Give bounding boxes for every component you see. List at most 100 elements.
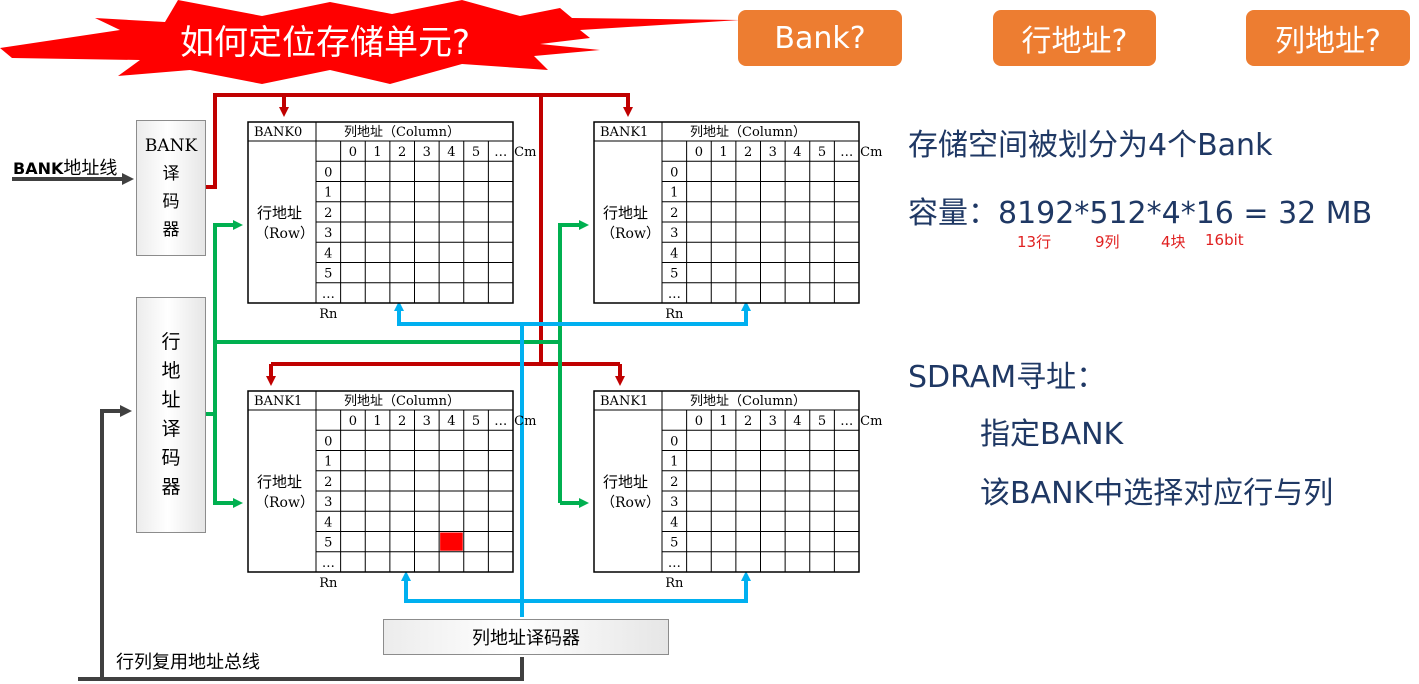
column-header: 4: [793, 414, 801, 429]
row-header: Rn: [665, 576, 684, 591]
column-header: 0: [695, 414, 703, 429]
column-header: 4: [447, 414, 455, 429]
tag-bank: Bank?: [738, 10, 902, 66]
selected-cell: [440, 532, 463, 551]
column-header: 0: [695, 145, 703, 160]
row-subtitle: （Row）: [255, 495, 314, 511]
bank-address-line-label: BANK地址线: [13, 158, 118, 179]
row-header: 0: [670, 434, 678, 449]
row-header: 2: [670, 206, 678, 221]
column-header: 3: [769, 414, 777, 429]
row-title: 行地址: [257, 204, 302, 222]
row-header: 3: [670, 495, 678, 510]
column-header: 0: [349, 145, 357, 160]
row-header: Rn: [665, 307, 684, 322]
row-header: 5: [324, 536, 332, 551]
row-header: 2: [324, 206, 332, 221]
row-header: 5: [670, 536, 678, 551]
row-select-wires: [204, 220, 589, 508]
row-header: 3: [324, 226, 332, 241]
column-title: 列地址（Column）: [344, 394, 460, 409]
row-header: 2: [324, 475, 332, 490]
column-header: 2: [398, 414, 406, 429]
row-header: …: [668, 556, 681, 571]
column-header: …: [494, 145, 507, 160]
tag-row-address: 行地址?: [993, 10, 1156, 66]
column-title: 列地址（Column）: [690, 394, 806, 409]
row-header: 0: [670, 165, 678, 180]
banner-title: 如何定位存储单元?: [180, 23, 470, 63]
sdram-addressing-title: SDRAM寻址：: [908, 360, 1107, 395]
tag-column-address: 列地址?: [1246, 10, 1410, 66]
note-banks: 4块: [1161, 233, 1186, 251]
column-title: 列地址（Column）: [690, 125, 806, 140]
row-header: 3: [670, 226, 678, 241]
column-header: 5: [472, 414, 480, 429]
row-header: 4: [670, 246, 678, 261]
column-header: 2: [744, 414, 752, 429]
column-header: Cm: [514, 145, 536, 160]
column-header: …: [840, 414, 853, 429]
banner-burst: [0, 0, 740, 84]
row-header: 0: [324, 434, 332, 449]
bank-name: BANK1: [600, 125, 648, 140]
column-title: 列地址（Column）: [344, 125, 460, 140]
column-header: Cm: [860, 414, 882, 429]
column-header: …: [494, 414, 507, 429]
row-header: 5: [324, 267, 332, 282]
column-header: …: [840, 145, 853, 160]
column-header: Cm: [514, 414, 536, 429]
note-columns: 9列: [1095, 233, 1120, 251]
column-header: 4: [447, 145, 455, 160]
row-header: 2: [670, 475, 678, 490]
banks-layer: BANK0 列地址（Column） 行地址 （Row） 0 1 2 3 4 5 … Cm 0 1 2 3 4 5 ……: [247, 121, 882, 591]
column-header: 5: [818, 145, 826, 160]
row-header: …: [322, 556, 335, 571]
column-header: 3: [769, 145, 777, 160]
row-header: 1: [324, 455, 332, 470]
column-header: 5: [818, 414, 826, 429]
row-subtitle: （Row）: [255, 226, 314, 242]
column-header: 1: [719, 145, 727, 160]
column-header: 5: [472, 145, 480, 160]
note-bit-width: 16bit: [1205, 231, 1244, 249]
row-header: …: [668, 287, 681, 302]
bank-name: BANK0: [254, 125, 302, 140]
column-header: 1: [373, 414, 381, 429]
row-header: 1: [670, 455, 678, 470]
mux-bus-line: [78, 657, 524, 681]
bank-name: BANK1: [600, 394, 648, 409]
column-header: 0: [349, 414, 357, 429]
column-header: 4: [793, 145, 801, 160]
bank-decoder: BANK 译 码 器: [136, 120, 206, 256]
row-header: 4: [670, 515, 678, 530]
column-header: 3: [423, 145, 431, 160]
sdram-step-select-bank: 指定BANK: [980, 417, 1124, 452]
column-decoder: 列地址译码器: [383, 619, 669, 655]
row-header: 1: [324, 186, 332, 201]
row-header: 4: [324, 515, 332, 530]
column-select-wires: [394, 301, 751, 617]
row-subtitle: （Row）: [601, 495, 660, 511]
column-header: Cm: [860, 145, 882, 160]
row-header: Rn: [319, 576, 338, 591]
mux-bus-label: 行列复用地址总线: [116, 652, 260, 673]
column-header: 2: [744, 145, 752, 160]
bank-select-wires: [204, 93, 633, 386]
row-decoder: 行 地 址 译 码 器: [136, 297, 206, 533]
row-header: 3: [324, 495, 332, 510]
row-header: 1: [670, 186, 678, 201]
column-header: 1: [373, 145, 381, 160]
sdram-step-select-row-col: 该BANK中选择对应行与列: [980, 476, 1334, 511]
row-title: 行地址: [603, 204, 648, 222]
row-header: 5: [670, 267, 678, 282]
column-header: 3: [423, 414, 431, 429]
column-header: 1: [719, 414, 727, 429]
row-header: Rn: [319, 307, 338, 322]
column-header: 2: [398, 145, 406, 160]
